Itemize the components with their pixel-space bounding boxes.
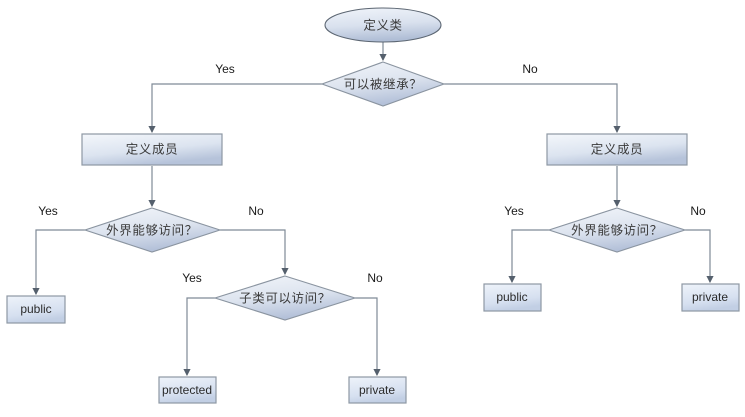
edge-inherit-no-to-members-right: [444, 83, 621, 134]
node-result-public-left[interactable]: public: [6, 295, 66, 324]
node-define-members-right[interactable]: 定义成员: [546, 133, 688, 166]
diamond-shape: [213, 275, 357, 321]
node-start-define-class[interactable]: 定义类: [324, 7, 442, 43]
node-decision-subclass-access-label: 子类可以访问？: [239, 291, 331, 306]
node-result-public-right[interactable]: public: [483, 283, 542, 312]
rect-shape: [6, 295, 66, 324]
edge-label-inheritable-yes: Yes: [215, 62, 235, 76]
node-result-private-bottom-label: private: [359, 383, 395, 397]
node-decision-outside-access-left[interactable]: 外界能够访问？: [83, 207, 222, 253]
node-start-label: 定义类: [363, 18, 402, 33]
node-decision-inheritable-label: 可以被继承？: [344, 77, 423, 92]
node-result-private-right-label: private: [692, 290, 728, 304]
edge-outside-right-no-to-private: [685, 229, 714, 284]
node-result-public-right-label: public: [496, 290, 527, 304]
edge-label-layer: Yes No Yes No Yes No Yes No: [38, 62, 706, 285]
edge-label-outside-left-no: No: [248, 204, 264, 218]
node-decision-outside-access-right[interactable]: 外界能够访问？: [547, 207, 687, 253]
rect-shape: [81, 133, 223, 166]
node-result-private-right[interactable]: private: [681, 283, 740, 312]
node-result-protected[interactable]: protected: [158, 376, 217, 404]
node-define-members-left-label: 定义成员: [126, 142, 178, 157]
edge-outside-left-no-to-subclass: [220, 229, 289, 276]
connector-layer: [32, 42, 714, 377]
edge-subclass-no-to-private: [355, 297, 381, 377]
node-layer: 定义类 可以被继承？ 定义成员 定义成员 外界能够访问？: [6, 7, 740, 404]
edge-label-inheritable-no: No: [522, 62, 538, 76]
rect-shape: [483, 283, 542, 312]
node-decision-outside-access-right-label: 外界能够访问？: [571, 223, 663, 238]
node-result-public-left-label: public: [20, 302, 51, 316]
rect-shape: [348, 376, 407, 404]
diamond-shape: [83, 207, 222, 253]
rect-shape: [546, 133, 688, 166]
node-result-private-bottom[interactable]: private: [348, 376, 407, 404]
edge-label-subclass-yes: Yes: [182, 271, 202, 285]
ellipse-shape: [324, 7, 442, 43]
node-define-members-right-label: 定义成员: [591, 142, 643, 157]
edge-label-outside-right-no: No: [690, 204, 706, 218]
node-result-protected-label: protected: [162, 383, 212, 397]
edge-label-outside-left-yes: Yes: [38, 204, 58, 218]
edge-label-outside-right-yes: Yes: [504, 204, 524, 218]
edge-outside-left-yes-to-public: [32, 229, 85, 296]
node-define-members-left[interactable]: 定义成员: [81, 133, 223, 166]
diamond-shape: [547, 207, 687, 253]
edge-outside-right-yes-to-public: [508, 229, 549, 284]
rect-shape: [158, 376, 217, 404]
node-decision-subclass-access[interactable]: 子类可以访问？: [213, 275, 357, 321]
node-decision-outside-access-left-label: 外界能够访问？: [106, 223, 198, 238]
node-decision-inheritable[interactable]: 可以被继承？: [320, 61, 446, 107]
diamond-shape: [320, 61, 446, 107]
edge-subclass-yes-to-protected: [183, 297, 215, 377]
rect-shape: [681, 283, 740, 312]
edge-inherit-yes-to-members-left: [148, 83, 322, 134]
edge-label-subclass-no: No: [367, 271, 383, 285]
